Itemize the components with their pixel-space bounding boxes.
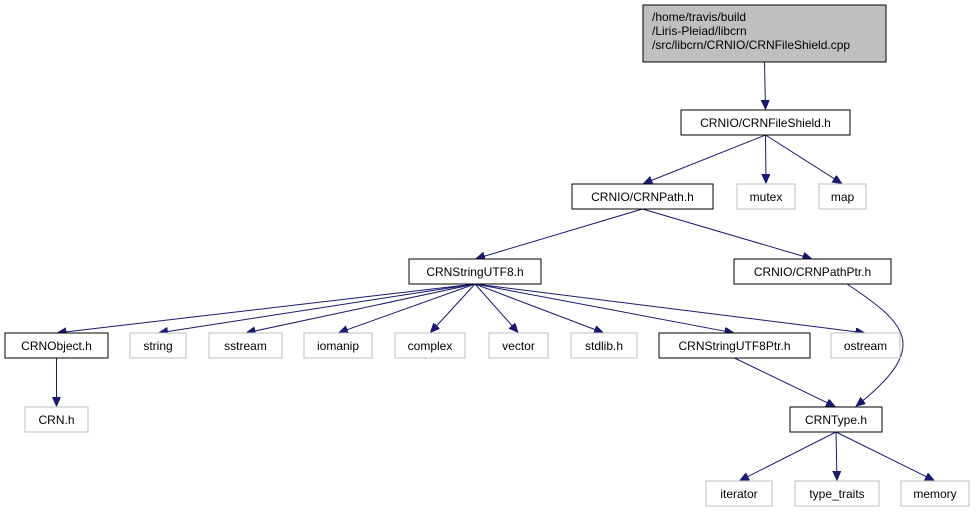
node-box — [24, 406, 89, 433]
node-stringutf8ptr_h[interactable]: CRNStringUTF8Ptr.h — [658, 332, 811, 359]
node-label: CRN.h — [38, 413, 74, 427]
node-vector: vector — [488, 332, 549, 359]
node-complex: complex — [394, 332, 466, 359]
edge-type_h-to-type_traits — [836, 431, 837, 480]
node-box — [900, 480, 970, 507]
node-box — [789, 406, 883, 433]
node-label: sstream — [224, 339, 267, 353]
edge-pathptr_h-to-type_h — [846, 283, 904, 406]
node-box — [642, 4, 887, 63]
node-label: complex — [408, 339, 453, 353]
node-fileshield_h[interactable]: CRNIO/CRNFileShield.h — [680, 109, 851, 136]
node-label: map — [831, 190, 855, 204]
edge-stringutf8_h-to-stringutf8ptr_h — [474, 283, 734, 333]
node-label: ostream — [844, 339, 887, 353]
node-stringutf8_h[interactable]: CRNStringUTF8.h — [408, 258, 542, 285]
node-box — [830, 332, 901, 359]
edge-stringutf8_h-to-ostream — [474, 283, 865, 333]
node-label: /Liris-Pleiad/libcrn — [652, 24, 747, 38]
node-label: CRNIO/CRNPathPtr.h — [754, 265, 871, 279]
node-ostream: ostream — [830, 332, 901, 359]
edge-type_h-to-iterator — [740, 431, 837, 481]
node-label: CRNType.h — [805, 413, 867, 427]
node-label: mutex — [750, 190, 783, 204]
node-label: /home/travis/build — [652, 10, 746, 24]
node-box — [488, 332, 549, 359]
node-memory: memory — [900, 480, 970, 507]
node-root[interactable]: /home/travis/build/Liris-Pleiad/libcrn/s… — [642, 4, 887, 63]
node-iterator: iterator — [705, 480, 773, 507]
node-label: CRNIO/CRNFileShield.h — [700, 116, 831, 130]
edge-stringutf8_h-to-vector — [474, 283, 518, 332]
edge-root-to-fileshield_h — [765, 61, 766, 109]
node-stdlib_h: stdlib.h — [570, 332, 638, 359]
node-label: iomanip — [317, 339, 359, 353]
node-box — [736, 183, 796, 210]
node-box — [208, 332, 283, 359]
node-box — [571, 183, 714, 210]
node-path_h[interactable]: CRNIO/CRNPath.h — [571, 183, 714, 210]
edge-stringutf8_h-to-sstream — [246, 283, 476, 333]
node-mutex: mutex — [736, 183, 796, 210]
node-type_traits: type_traits — [794, 480, 880, 507]
node-box — [303, 332, 373, 359]
edge-type_h-to-memory — [835, 431, 934, 481]
node-string: string — [129, 332, 187, 359]
node-box — [394, 332, 466, 359]
node-label: string — [143, 339, 172, 353]
node-crn_h: CRN.h — [24, 406, 89, 433]
edges-layer — [57, 61, 935, 481]
node-type_h[interactable]: CRNType.h — [789, 406, 883, 433]
node-iomanip: iomanip — [303, 332, 373, 359]
node-box — [570, 332, 638, 359]
edge-stringutf8_h-to-stdlib_h — [474, 283, 603, 333]
edge-path_h-to-pathptr_h — [642, 208, 812, 259]
node-label: CRNStringUTF8.h — [426, 265, 523, 279]
node-box — [794, 480, 880, 507]
node-label: stdlib.h — [585, 339, 623, 353]
node-box — [705, 480, 773, 507]
node-box — [408, 258, 542, 285]
edge-stringutf8_h-to-iomanip — [339, 283, 476, 333]
node-label: memory — [913, 487, 956, 501]
node-sstream: sstream — [208, 332, 283, 359]
node-object_h[interactable]: CRNObject.h — [4, 332, 109, 359]
node-pathptr_h[interactable]: CRNIO/CRNPathPtr.h — [733, 258, 892, 285]
edge-stringutf8_h-to-object_h — [57, 283, 476, 333]
edge-stringutf8ptr_h-to-type_h — [734, 357, 836, 407]
nodes-layer: /home/travis/build/Liris-Pleiad/libcrn/s… — [4, 4, 970, 507]
node-box — [4, 332, 109, 359]
node-box — [818, 183, 867, 210]
edge-path_h-to-stringutf8_h — [476, 208, 643, 259]
edge-stringutf8_h-to-string — [159, 283, 476, 333]
node-box — [129, 332, 187, 359]
node-label: type_traits — [809, 487, 864, 501]
node-map: map — [818, 183, 867, 210]
edge-stringutf8_h-to-complex — [431, 283, 476, 332]
edge-fileshield_h-to-map — [765, 134, 842, 183]
node-label: vector — [502, 339, 535, 353]
node-label: /src/libcrn/CRNIO/CRNFileShield.cpp — [652, 38, 850, 52]
node-box — [733, 258, 892, 285]
node-box — [680, 109, 851, 136]
edge-fileshield_h-to-path_h — [643, 134, 766, 184]
node-box — [658, 332, 811, 359]
node-label: iterator — [720, 487, 757, 501]
node-label: CRNObject.h — [21, 339, 92, 353]
node-label: CRNIO/CRNPath.h — [591, 190, 694, 204]
node-label: CRNStringUTF8Ptr.h — [678, 339, 790, 353]
